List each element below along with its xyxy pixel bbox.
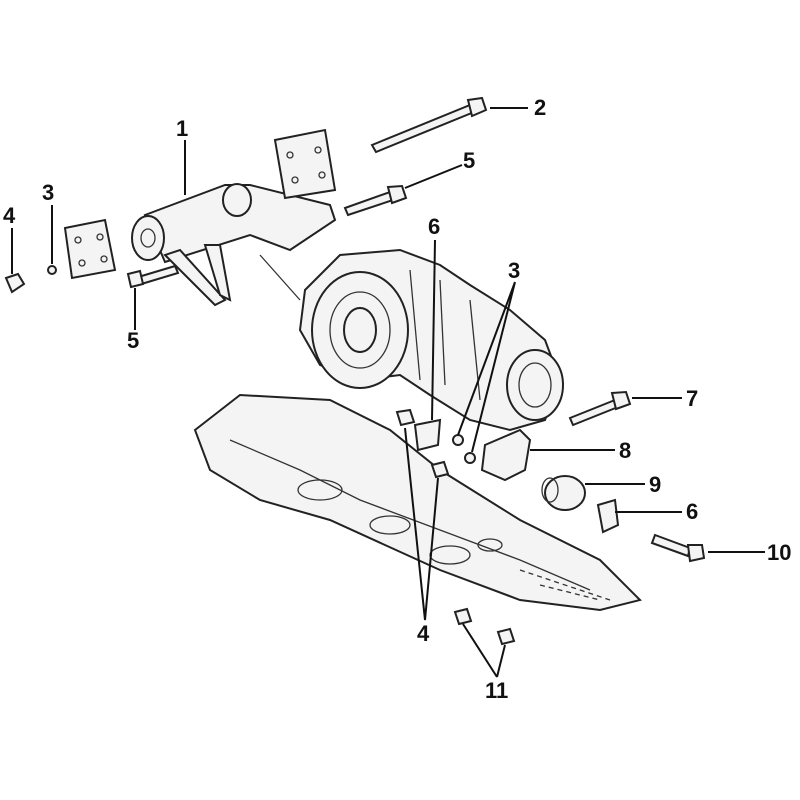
callout-11: 11 bbox=[485, 678, 509, 703]
callout-7: 7 bbox=[686, 386, 699, 411]
callout-9: 9 bbox=[649, 472, 662, 497]
callout-4-left: 4 bbox=[3, 203, 16, 228]
transfer-case bbox=[298, 248, 564, 432]
mounting-plates bbox=[63, 128, 337, 280]
callout-6-upper: 6 bbox=[428, 214, 441, 239]
rear-mount-parts bbox=[413, 418, 620, 534]
callout-1: 1 bbox=[176, 116, 189, 141]
callout-5-upper: 5 bbox=[463, 148, 476, 173]
callout-2: 2 bbox=[534, 95, 547, 120]
callout-3-left: 3 bbox=[42, 180, 55, 205]
callout-5-lower: 5 bbox=[127, 328, 140, 353]
callout-6-lower: 6 bbox=[686, 499, 699, 524]
upper-mount-bracket bbox=[131, 183, 337, 307]
fasteners bbox=[4, 96, 706, 646]
callout-10: 10 bbox=[767, 540, 792, 565]
leader-lines bbox=[11, 107, 765, 678]
frame-crossmember bbox=[193, 393, 642, 612]
callout-8: 8 bbox=[619, 438, 632, 463]
callout-4-lower: 4 bbox=[417, 621, 430, 646]
callout-3-right: 3 bbox=[508, 258, 521, 283]
